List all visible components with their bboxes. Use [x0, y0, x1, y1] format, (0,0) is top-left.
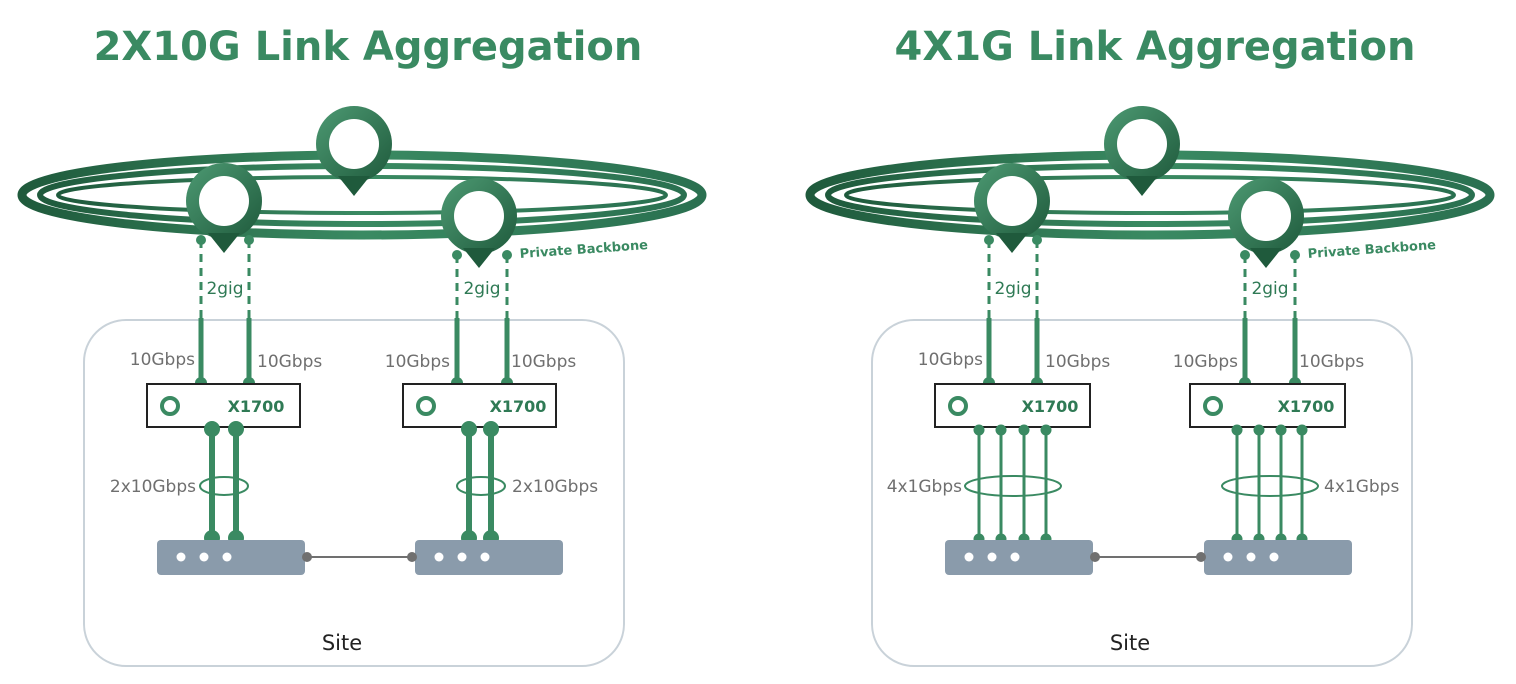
lag-label: 2x10Gbps — [110, 477, 196, 497]
x1700-device-left: X1700 — [146, 383, 301, 428]
lag-links-left — [199, 421, 249, 546]
tunnel-label: 2gig — [994, 279, 1031, 299]
pop-pin-top — [316, 106, 392, 196]
switch-right — [1204, 540, 1352, 575]
panel-title: 2X10G Link Aggregation — [94, 24, 643, 70]
uplink-label: 10Gbps — [1299, 352, 1364, 372]
pop-pin-left — [186, 163, 262, 253]
site-label: Site — [322, 631, 362, 655]
backbone-label: Private Backbone — [519, 238, 648, 262]
switch-right — [415, 540, 563, 575]
uplink-label: 10Gbps — [1045, 352, 1110, 372]
backbone-label: Private Backbone — [1307, 238, 1436, 262]
pop-pin-right — [1228, 178, 1304, 268]
switch-interconnect — [302, 552, 417, 562]
panel-4x1g: 4X1G Link Aggregation Private Backbone S… — [805, 24, 1495, 667]
lag-label: 4x1Gbps — [887, 477, 962, 497]
uplink-left — [195, 235, 255, 389]
panel-title: 4X1G Link Aggregation — [895, 24, 1416, 70]
site-boundary — [871, 319, 1413, 667]
uplink-label: 10Gbps — [385, 352, 450, 372]
tunnel-label: 2gig — [1251, 279, 1288, 299]
device-label: X1700 — [490, 397, 547, 416]
device-label: X1700 — [1278, 397, 1335, 416]
pop-pin-top — [1104, 106, 1180, 196]
lag-label: 4x1Gbps — [1324, 477, 1399, 497]
uplink-label: 10Gbps — [511, 352, 576, 372]
lag-label: 2x10Gbps — [512, 477, 598, 497]
lag-links-left — [964, 424, 1062, 545]
uplink-label: 10Gbps — [918, 350, 983, 370]
site-boundary — [83, 319, 625, 667]
switch-left — [945, 540, 1093, 575]
uplink-label: 10Gbps — [257, 352, 322, 372]
pop-pin-right — [441, 178, 517, 268]
device-label: X1700 — [1022, 397, 1079, 416]
pop-pin-left — [974, 163, 1050, 253]
uplink-label: 10Gbps — [1173, 352, 1238, 372]
x1700-device-right: X1700 — [402, 383, 557, 428]
lag-links-right — [1221, 424, 1319, 545]
tunnel-label: 2gig — [206, 279, 243, 299]
switch-interconnect — [1090, 552, 1206, 562]
switch-left — [157, 540, 305, 575]
x1700-device-left: X1700 — [934, 383, 1091, 428]
uplink-left — [983, 235, 1043, 389]
tunnel-label: 2gig — [463, 279, 500, 299]
uplink-label: 10Gbps — [130, 350, 195, 370]
lag-links-right — [456, 421, 506, 546]
panel-2x10g: 2X10G Link Aggregation Private Backbone … — [17, 24, 707, 667]
x1700-device-right: X1700 — [1189, 383, 1346, 428]
device-label: X1700 — [228, 397, 285, 416]
site-label: Site — [1110, 631, 1150, 655]
